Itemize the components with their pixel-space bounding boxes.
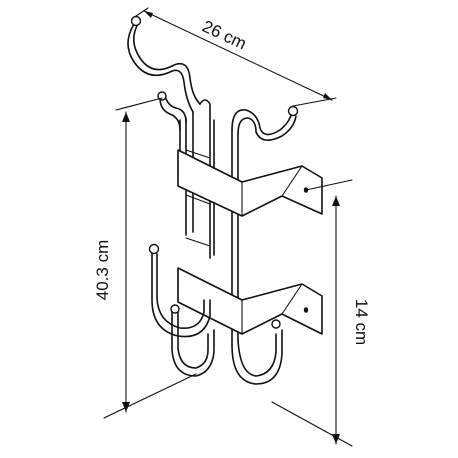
lower-center-hook	[170, 304, 215, 377]
height-dimension: 40.3 cm	[93, 97, 197, 419]
lower-left-hook-tip-icon	[148, 243, 160, 255]
width-dimension: 26 cm	[135, 7, 337, 107]
lower-right-hook-tip-icon	[271, 319, 281, 329]
spacing-label: 14 cm	[352, 299, 371, 345]
spacing-dimension: 14 cm	[271, 179, 371, 447]
rear-rail	[179, 99, 215, 259]
lower-right-hook	[231, 319, 283, 385]
right-hook-tip-icon	[287, 105, 299, 117]
lower-bracket	[177, 267, 323, 335]
height-label: 40.3 cm	[93, 240, 112, 300]
top-hook-tip-icon	[130, 15, 142, 27]
width-label: 26 cm	[199, 17, 249, 54]
screw-hole-lower-icon	[303, 307, 309, 313]
upper-bracket	[177, 149, 323, 217]
lower-center-hook-tip-icon	[170, 304, 180, 314]
